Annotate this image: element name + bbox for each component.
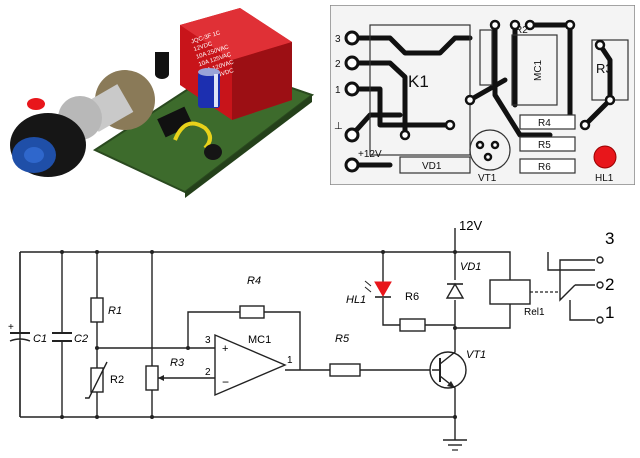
diode-vd1 — [445, 250, 465, 330]
pcb-label-vt1: VT1 — [478, 173, 497, 184]
ic-photo — [157, 106, 193, 138]
output-label-2: 2 — [605, 275, 614, 294]
label-r4: R4 — [247, 275, 261, 287]
resistor-r6 — [399, 318, 426, 332]
pcb-label-mc1: MC1 — [533, 59, 544, 81]
circuit-schematic: + C1 C2 R1 R2 R3 R4 — [8, 218, 614, 451]
pcb-relay-outline — [369, 24, 471, 156]
pcb-mc1-outline — [511, 34, 558, 106]
transistor-vt1 — [429, 328, 467, 419]
opamp-minus-sign: − — [222, 375, 229, 389]
output-terminals — [596, 256, 604, 324]
label-c1: C1 — [33, 333, 47, 345]
resistor-r1 — [90, 250, 104, 348]
thermistor-r2 — [85, 346, 108, 419]
label-rel1: Rel1 — [524, 307, 545, 318]
pcb-label-r4: R4 — [538, 118, 551, 129]
capacitor-photo — [198, 68, 220, 108]
knob-photo — [10, 113, 86, 177]
relay-text: 12VDC — [193, 41, 214, 53]
supply-label: 12V — [459, 218, 482, 233]
pcb-terminal-1: 1 — [335, 85, 341, 96]
pcb-terminal-3: 3 — [335, 34, 341, 45]
resistor-r5 — [329, 363, 432, 377]
resistor-r4 — [186, 305, 301, 370]
pcb-label-r3: R3 — [596, 61, 613, 76]
opamp-pin-1: 1 — [287, 355, 293, 366]
output-label-3: 3 — [605, 229, 614, 248]
pcb-label-hl1: HL1 — [595, 173, 614, 184]
thermistor-photo — [204, 144, 222, 160]
ground-symbol — [443, 417, 467, 451]
pcb-vd1-outline — [399, 156, 471, 174]
relay-contacts — [547, 252, 595, 321]
pcb-terminal-2: 2 — [335, 59, 341, 70]
label-r1: R1 — [108, 305, 122, 317]
pcb-label-r5: R5 — [538, 140, 551, 151]
label-r2: R2 — [110, 374, 124, 386]
capacitor-c2 — [52, 250, 72, 419]
opamp-plus-sign: + — [222, 343, 228, 355]
pcb-label-k1: K1 — [408, 72, 429, 91]
pcb-tracks — [349, 22, 613, 168]
opamp-pin-3: 3 — [205, 335, 211, 346]
label-vd1: VD1 — [460, 261, 481, 273]
label-hl1: HL1 — [346, 294, 366, 306]
output-label-1: 1 — [605, 303, 614, 322]
board-photo: JQC-3F 1C 12VDC 10A 250VAC 10A 125VAC 15… — [10, 8, 315, 198]
capacitor-c1: + — [8, 252, 31, 417]
label-vt1: VT1 — [466, 349, 486, 361]
label-r6: R6 — [405, 291, 419, 303]
led-hl1 — [364, 250, 455, 326]
label-mc1: MC1 — [248, 334, 271, 346]
pcb-label-vd1: VD1 — [422, 161, 442, 172]
pcb-led-hl1 — [593, 145, 617, 169]
relay-coil-rel1 — [455, 251, 531, 329]
label-r5: R5 — [335, 333, 350, 345]
label-c2: C2 — [74, 333, 88, 345]
pcb-terminal-gnd: ⊥ — [334, 121, 343, 132]
svg-text:+: + — [8, 322, 14, 333]
pcb-terminals — [344, 30, 360, 173]
pcb-layout: K1 3 2 1 ⊥ +12V VD1 VT1 MC1 R2 R3 R4 R5 … — [330, 5, 635, 185]
pcb-vt1-outline — [469, 129, 511, 171]
pcb-terminal-12v: +12V — [358, 149, 382, 160]
pcb-label-r6: R6 — [538, 162, 551, 173]
opamp-pin-2: 2 — [205, 367, 211, 378]
transistor-photo — [155, 52, 169, 79]
label-r3: R3 — [170, 357, 185, 369]
pcb-label-r2: R2 — [515, 25, 528, 36]
top-rail — [20, 228, 456, 253]
potentiometer-r3 — [145, 250, 215, 419]
opamp-mc1 — [214, 333, 330, 397]
led-photo — [27, 98, 45, 110]
